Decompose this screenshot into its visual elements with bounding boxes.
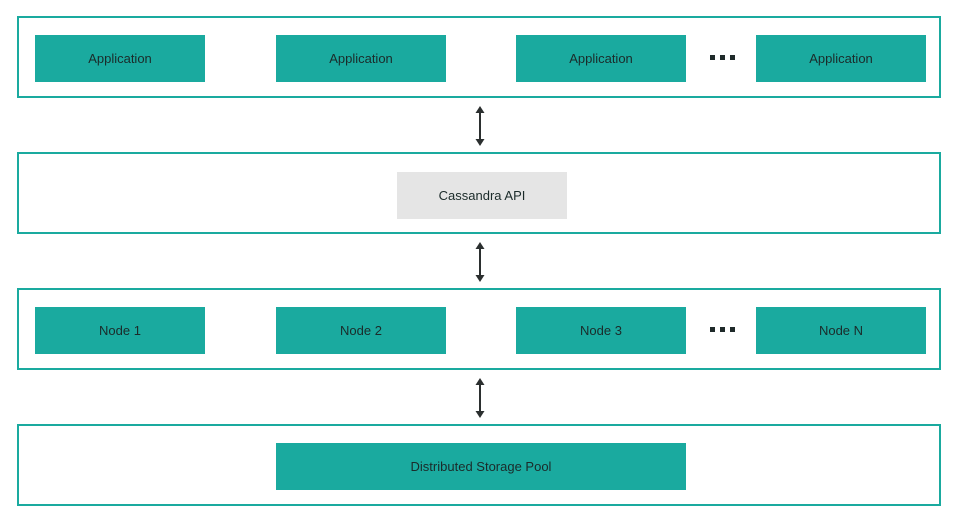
ellipsis-icon [702, 18, 742, 96]
application-box-1: Application [35, 35, 205, 82]
application-label: Application [809, 51, 873, 66]
node-box-1: Node 1 [35, 307, 205, 354]
applications-layer: Application Application Application Appl… [17, 16, 941, 98]
distributed-storage-pool-box: Distributed Storage Pool [276, 443, 686, 490]
node-box-3: Node 3 [516, 307, 686, 354]
node-label: Node 3 [580, 323, 622, 338]
cassandra-api-label: Cassandra API [438, 188, 526, 203]
double-arrow-vertical-icon [475, 378, 485, 418]
application-box-3: Application [516, 35, 686, 82]
storage-layer: Distributed Storage Pool [17, 424, 941, 506]
application-label: Application [569, 51, 633, 66]
api-layer: Cassandra API [17, 152, 941, 234]
node-box-n: Node N [756, 307, 926, 354]
node-label: Node 1 [99, 323, 141, 338]
application-box-4: Application [756, 35, 926, 82]
node-label: Node 2 [340, 323, 382, 338]
node-label: Node N [818, 323, 864, 338]
double-arrow-vertical-icon [475, 242, 485, 282]
application-label: Application [88, 51, 152, 66]
node-box-2: Node 2 [276, 307, 446, 354]
ellipsis-icon [702, 290, 742, 368]
nodes-layer: Node 1 Node 2 Node 3 Node N [17, 288, 941, 370]
application-label: Application [329, 51, 393, 66]
application-box-2: Application [276, 35, 446, 82]
storage-label: Distributed Storage Pool [410, 459, 552, 474]
double-arrow-vertical-icon [475, 106, 485, 146]
cassandra-api-box: Cassandra API [397, 172, 567, 219]
